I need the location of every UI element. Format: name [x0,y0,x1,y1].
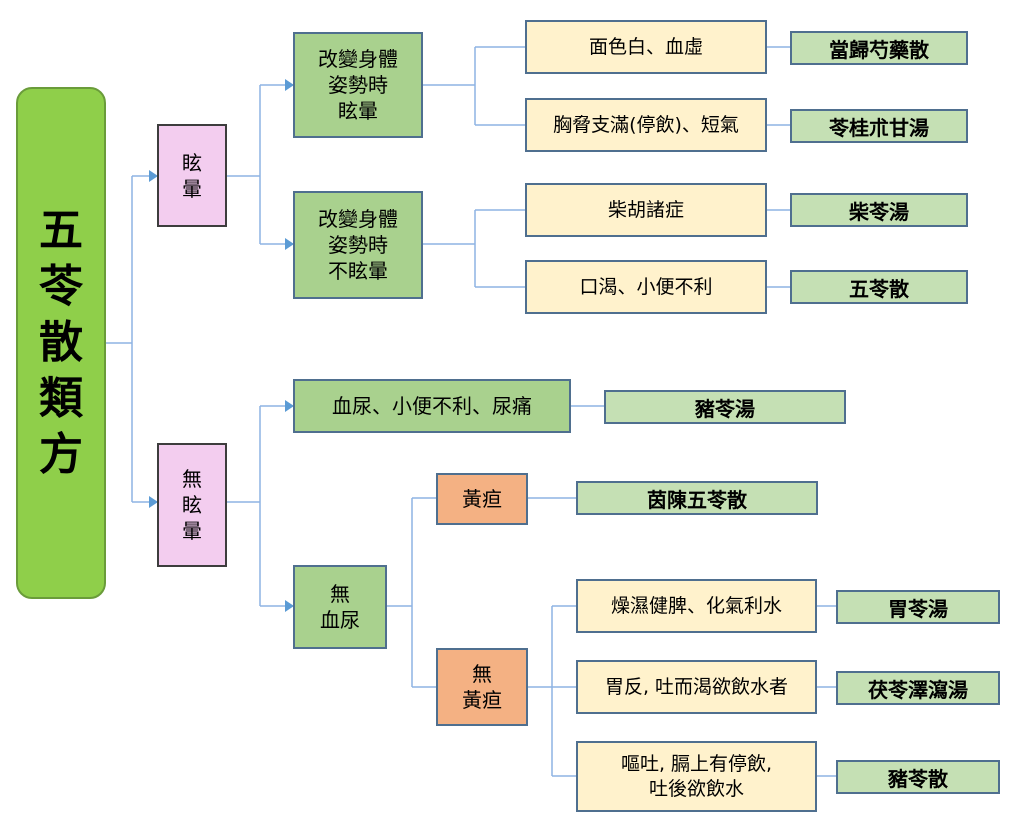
connector-vertigo [227,84,293,245]
connector-no-hematuria [387,497,436,688]
arrow-to-vertigo [149,170,158,182]
node-hematuria: 血尿、小便不利、尿痛 [293,379,571,433]
connector-posture-not-dizzy [423,209,525,288]
arrow-to-posture-dizzy [285,79,294,91]
node-posture-not-dizzy: 改變身體 姿勢時 不眩暈 [293,191,423,299]
node-jaundice: 黃疸 [436,473,528,525]
symptom-stomach-reflux: 胃反, 吐而渴欲飲水者 [576,660,817,714]
connector-formula-lower [817,605,836,777]
connector-no-jaundice [528,605,576,777]
node-no-jaundice: 無 黃疸 [436,648,528,726]
formula-danggui-shaoyao: 當歸芍藥散 [790,31,968,65]
arrow-to-no-vertigo [149,496,158,508]
symptom-chest-fullness: 胸脅支滿(停飲)、短氣 [525,98,767,152]
symptom-pale-blood-deficiency: 面色白、血虛 [525,20,767,74]
connector-posture-dizzy [423,46,525,126]
formula-yinchen-wuling: 茵陳五苓散 [576,481,818,515]
arrow-to-hematuria [285,400,294,412]
symptom-chaihu: 柴胡諸症 [525,183,767,237]
arrow-to-no-hematuria [285,600,294,612]
symptom-dry-dampness: 燥濕健脾、化氣利水 [576,579,817,633]
node-no-vertigo: 無 眩 暈 [157,443,227,567]
connector-formula [767,46,790,288]
formula-zhuling-san: 豬苓散 [836,760,1000,794]
formula-fuling-zexie: 茯苓澤瀉湯 [836,671,1000,705]
symptom-vomiting-thirst: 嘔吐, 膈上有停飲, 吐後欲飲水 [576,741,817,812]
formula-chailing: 柴苓湯 [790,193,968,227]
node-no-hematuria: 無 血尿 [293,565,387,649]
connector-root [106,175,157,503]
formula-weiling: 胃苓湯 [836,590,1000,624]
formula-zhuling-tang-hematuria: 豬苓湯 [604,390,846,424]
formula-wuling: 五苓散 [790,270,968,304]
symptom-thirst-urination: 口渴、小便不利 [525,260,767,314]
arrow-to-posture-not-dizzy [285,238,294,250]
root-title: 五 苓 散 類 方 [16,87,106,599]
node-vertigo: 眩 暈 [157,124,227,227]
connector-no-vertigo [227,405,293,607]
formula-linggui-zhugan: 苓桂朮甘湯 [790,109,968,143]
node-posture-dizzy: 改變身體 姿勢時 眩暈 [293,32,423,138]
